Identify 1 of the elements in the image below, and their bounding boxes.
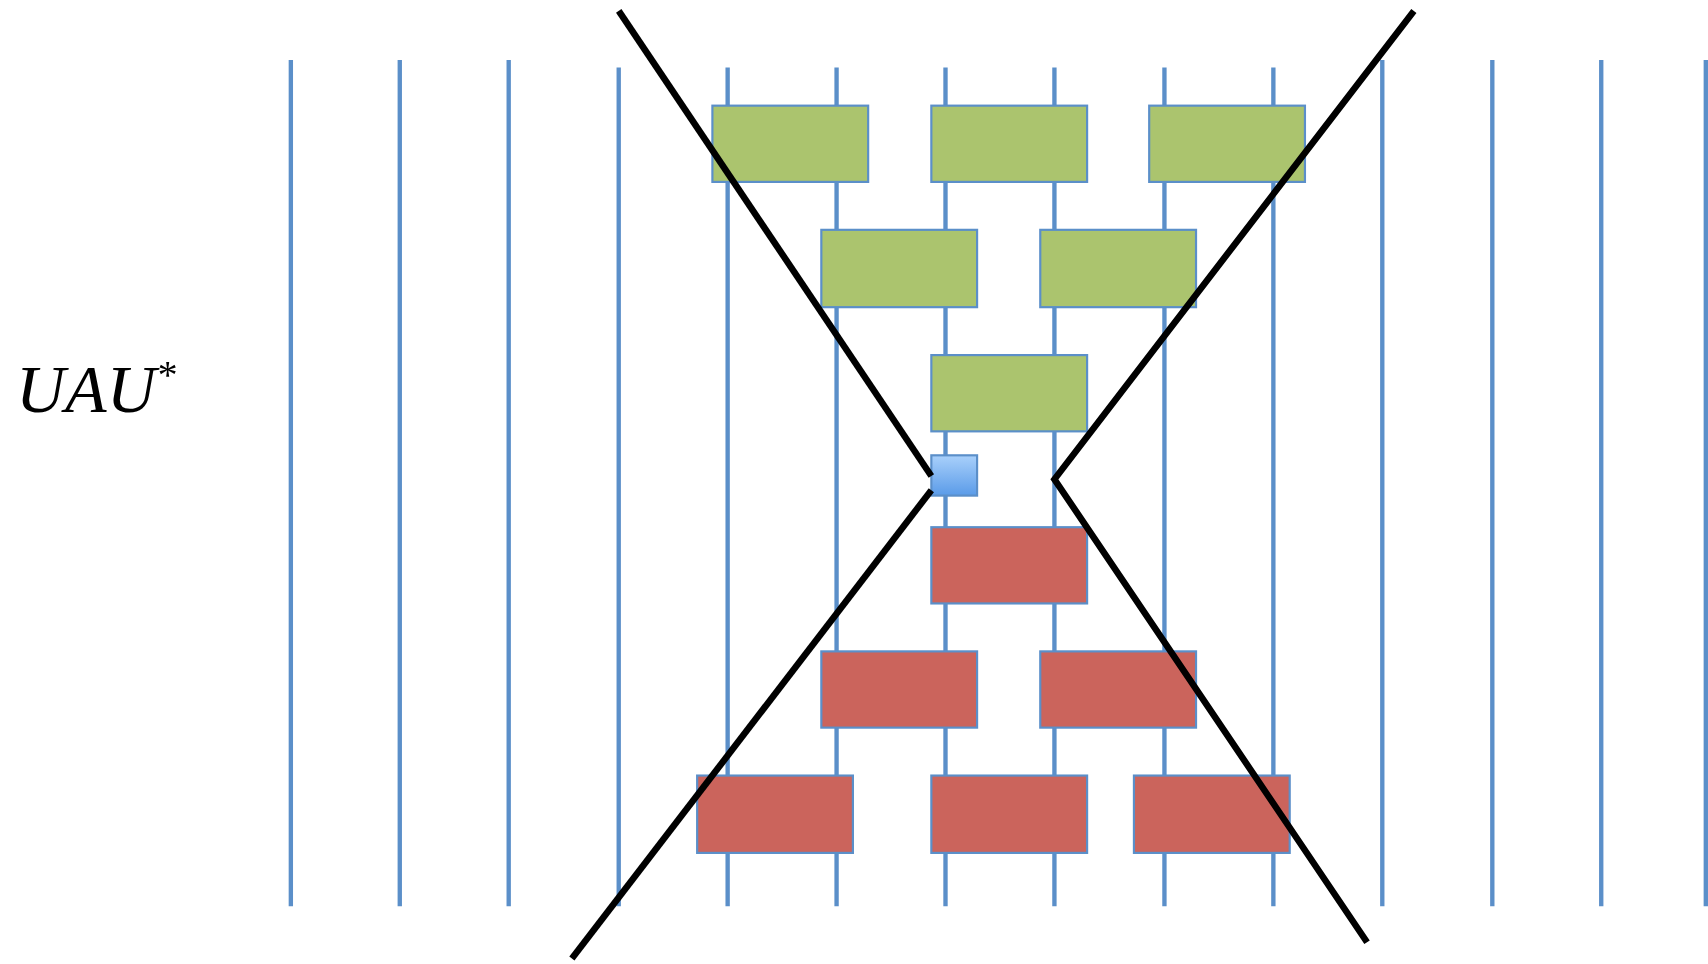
operator-label: UAU$^{*}$ [16,355,176,423]
